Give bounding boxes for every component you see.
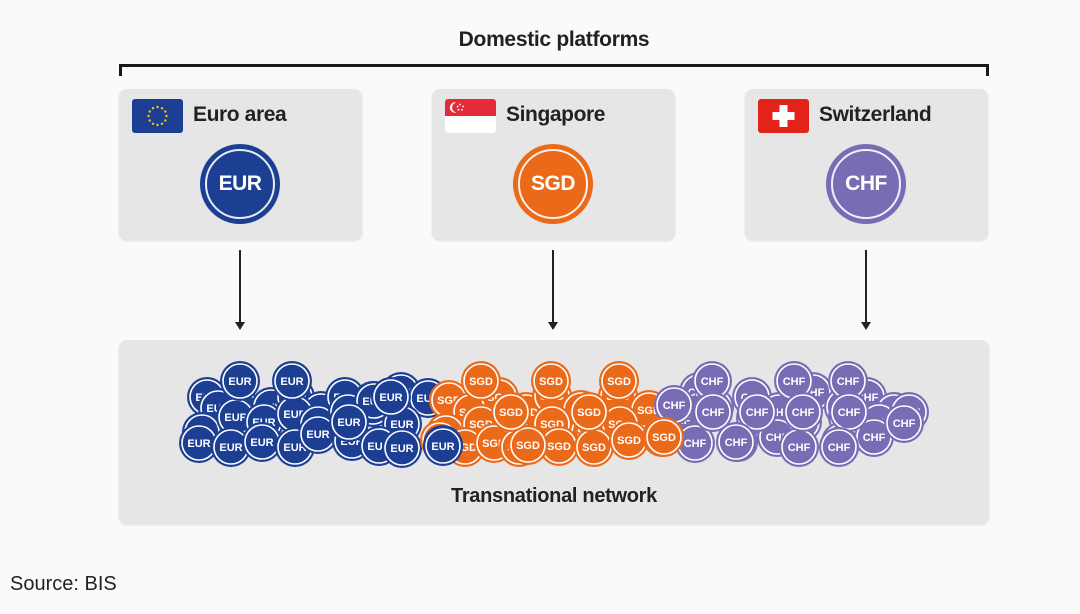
eur-network-coin: EUR [371, 377, 411, 417]
coin-label: EUR [219, 442, 242, 454]
coin-label: CHF [788, 442, 811, 454]
chf-network-coin: CHF [737, 392, 777, 432]
sgd-network-coin: SGD [569, 392, 609, 432]
sgd-network-coin: SGD [491, 392, 531, 432]
coin-label: SGD [539, 376, 563, 388]
coin-label: SGD [516, 440, 540, 452]
switzerland-flag-icon [758, 99, 809, 133]
coin-label: CHF [792, 407, 815, 419]
coin-label: EUR [224, 412, 247, 424]
eur-network-coin: EUR [179, 423, 219, 463]
coin-label: SGD [607, 376, 631, 388]
eur-network-coin: EUR [382, 428, 422, 468]
platform-box-euro-area: Euro area EUR [119, 89, 362, 240]
eur-network-coin: EUR [423, 426, 463, 466]
coin-label: SGD [652, 432, 676, 444]
sgd-network-coin: SGD [508, 425, 548, 465]
chf-network-coin: CHF [819, 427, 859, 467]
platform-box-switzerland: Switzerland CHF [745, 89, 988, 240]
coin-label: EUR [390, 419, 413, 431]
coin-label: EUR [228, 376, 251, 388]
chf-network-coin: CHF [675, 423, 715, 463]
coin-label: SGD [617, 435, 641, 447]
arrow-singapore-to-network [548, 250, 558, 330]
coin-label: EUR [431, 441, 454, 453]
sgd-network-coin: SGD [609, 420, 649, 460]
coin-label: CHF [725, 437, 748, 449]
arrow-euro-to-network [235, 250, 245, 330]
coin-label: CHF [684, 438, 707, 450]
coin-label: SGD [469, 376, 493, 388]
arrow-switzerland-to-network [861, 250, 871, 330]
chf-network-coin: CHF [692, 361, 732, 401]
bracket-right-tick [986, 64, 989, 76]
coin-label: CHF [863, 432, 886, 444]
coin-label: EUR [379, 392, 402, 404]
domestic-platforms-bracket [119, 64, 989, 67]
network-label: Transnational network [451, 485, 657, 507]
chf-network-coin: CHF [693, 392, 733, 432]
chf-network-coin: CHF [783, 392, 823, 432]
eur-network-coin: EUR [272, 361, 312, 401]
source-note: Source: BIS [10, 573, 117, 595]
coin-label: CHF [828, 442, 851, 454]
platform-label: Singapore [506, 103, 606, 126]
platform-label: Euro area [193, 103, 287, 126]
platform-label: Switzerland [819, 103, 932, 126]
eur-coin: EUR [200, 144, 280, 224]
coin-label: SGD [530, 172, 576, 195]
sgd-network-coin: SGD [531, 361, 571, 401]
coin-label: CHF [746, 407, 769, 419]
coin-cluster: EUREUREUREUREUREUREUREUREUREUREUREUREURE… [179, 361, 929, 468]
coin-label: SGD [499, 407, 523, 419]
coin-label: CHF [701, 376, 724, 388]
eur-network-coin: EUR [298, 414, 338, 454]
coin-label: CHF [783, 376, 806, 388]
chf-network-coin: CHF [779, 427, 819, 467]
transnational-network-box: EUREUREUREUREUREUREUREUREUREUREUREUREURE… [119, 340, 989, 524]
eur-network-coin: EUR [242, 422, 282, 462]
sgd-network-coin: SGD [644, 417, 684, 457]
eur-network-coin: EUR [329, 402, 369, 442]
coin-label: CHF [702, 407, 725, 419]
coin-label: EUR [337, 417, 360, 429]
coin-label: EUR [187, 438, 210, 450]
singapore-flag-icon [445, 99, 496, 133]
sgd-coin: SGD [513, 144, 593, 224]
sgd-network-coin: SGD [461, 361, 501, 401]
bracket-left-tick [119, 64, 122, 76]
chf-network-coin: CHF [884, 403, 924, 443]
sgd-network-coin: SGD [599, 361, 639, 401]
diagram-title: Domestic platforms [458, 28, 650, 51]
platform-box-singapore: Singapore SGD [432, 89, 675, 240]
coin-label: EUR [280, 376, 303, 388]
coin-label: EUR [306, 429, 329, 441]
coin-label: CHF [893, 418, 916, 430]
chf-network-coin: CHF [716, 422, 756, 462]
coin-label: EUR [390, 443, 413, 455]
coin-label: EUR [250, 437, 273, 449]
coin-label: CHF [837, 376, 860, 388]
eu-flag-icon [132, 99, 183, 133]
coin-label: EUR [218, 172, 262, 195]
coin-label: SGD [547, 441, 571, 453]
coin-label: CHF [663, 400, 686, 412]
coin-label: CHF [838, 407, 861, 419]
eur-network-coin: EUR [220, 361, 260, 401]
coin-label: CHF [845, 172, 887, 195]
sgd-network-coin: SGD [574, 427, 614, 467]
chf-network-coin: CHF [829, 392, 869, 432]
chf-network-coin: CHF [828, 361, 868, 401]
coin-label: EUR [283, 442, 306, 454]
coin-label: SGD [582, 442, 606, 454]
coin-label: SGD [577, 407, 601, 419]
chf-coin: CHF [826, 144, 906, 224]
chf-network-coin: CHF [774, 361, 814, 401]
